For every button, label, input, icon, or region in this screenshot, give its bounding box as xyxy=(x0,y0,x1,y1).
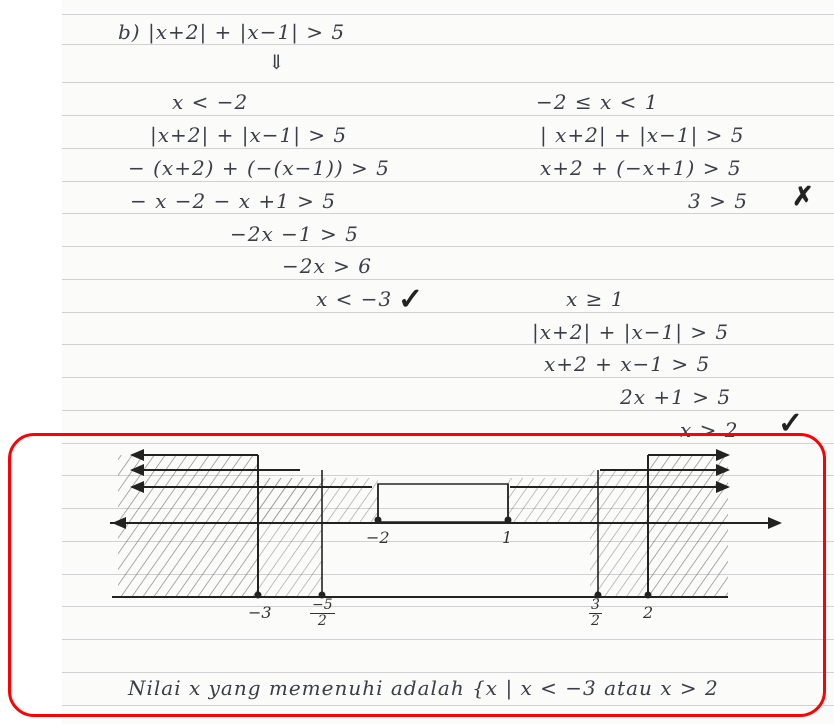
case3-line: |x+2| + |x−1| > 5 xyxy=(532,320,730,344)
ruled-line xyxy=(62,377,834,378)
notebook-page xyxy=(62,0,834,724)
ruled-line xyxy=(62,344,834,345)
point-minus-2 xyxy=(374,516,382,524)
case2-result: 3 > 5 xyxy=(688,189,748,213)
case3-result: x > 2 xyxy=(680,418,739,442)
fraction-numerator: 3 xyxy=(589,597,602,614)
point-2 xyxy=(644,591,652,599)
case1-line: −2x > 6 xyxy=(282,254,372,278)
point-3-2 xyxy=(594,591,602,599)
point-1 xyxy=(504,516,512,524)
case1-line: − (x+2) + (−(x−1)) > 5 xyxy=(128,156,390,180)
ruled-line xyxy=(62,148,834,149)
ruled-line xyxy=(62,639,834,640)
ruled-line xyxy=(62,475,834,476)
conclusion-text: Nilai x yang memenuhi adalah {x | x < −3… xyxy=(128,676,719,700)
axis-arrow-right xyxy=(768,517,782,529)
implies-arrow: ⇓ xyxy=(268,50,286,74)
tick-label: 2 xyxy=(643,603,654,622)
case1-condition: x < −2 xyxy=(172,90,249,114)
ruled-line xyxy=(62,705,834,706)
tick-label: −2 xyxy=(366,528,390,547)
fraction-numerator: −5 xyxy=(310,597,335,614)
case1-line: |x+2| + |x−1| > 5 xyxy=(150,123,348,147)
fraction-denominator: 2 xyxy=(317,613,327,629)
case3-condition: x ≥ 1 xyxy=(566,287,625,311)
ruled-line xyxy=(62,213,834,214)
case3-line: 2x +1 > 5 xyxy=(620,385,732,409)
ruled-line xyxy=(62,14,834,15)
case1-line: − x −2 − x +1 > 5 xyxy=(130,189,337,213)
ruled-line xyxy=(62,44,834,45)
hatched-region xyxy=(648,455,728,597)
case2-condition: −2 ≤ x < 1 xyxy=(536,90,659,114)
cross-mark: ✗ xyxy=(792,182,814,212)
hatched-region xyxy=(258,478,378,522)
ruled-line xyxy=(62,443,834,444)
ruled-line xyxy=(62,312,834,313)
ruled-line xyxy=(62,672,834,673)
ruled-line xyxy=(62,541,834,542)
problem-statement: b) |x+2| + |x−1| > 5 xyxy=(118,20,346,44)
ruled-line xyxy=(62,82,834,83)
ruled-line xyxy=(62,574,834,575)
fraction-denominator: 2 xyxy=(591,613,600,629)
ruled-line xyxy=(62,508,834,509)
case1-line: −2x −1 > 5 xyxy=(230,222,359,246)
ruled-line xyxy=(62,246,834,247)
ruled-line xyxy=(62,115,834,116)
point-minus-3 xyxy=(254,591,262,599)
fraction-label: 3 2 xyxy=(589,598,602,629)
case2-line: | x+2| + |x−1| > 5 xyxy=(540,123,745,147)
case1-result: x < −3 xyxy=(316,287,393,311)
tick-label: −3 xyxy=(248,603,272,622)
case2-line: x+2 + (−x+1) > 5 xyxy=(540,156,742,180)
hatched-region xyxy=(118,455,258,597)
highlight-box xyxy=(8,433,826,717)
fraction-label: −5 2 xyxy=(310,598,335,629)
check-mark: ✓ xyxy=(398,282,424,317)
ruled-line xyxy=(62,410,834,411)
ruled-line xyxy=(62,606,834,607)
point-minus-5-2 xyxy=(318,591,326,599)
hatched-region xyxy=(590,470,648,597)
axis-arrow-left xyxy=(112,517,126,529)
hatched-region xyxy=(508,478,598,522)
ruled-line xyxy=(62,279,834,280)
case3-line: x+2 + x−1 > 5 xyxy=(544,352,711,376)
ruled-line xyxy=(62,181,834,182)
tick-label: 1 xyxy=(502,528,513,547)
